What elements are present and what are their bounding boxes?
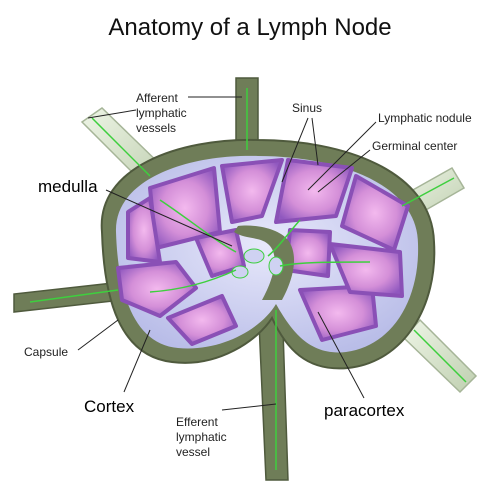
page-title: Anatomy of a Lymph Node bbox=[108, 14, 392, 41]
afferent-label-line-3: vessels bbox=[136, 121, 176, 135]
efferent-label-line-1: Efferent bbox=[176, 415, 218, 429]
medullary-sinus bbox=[231, 265, 249, 279]
medulla-label: medulla bbox=[38, 177, 98, 196]
lymphatic-nodule bbox=[116, 260, 198, 318]
germinal-center-label: Germinal center bbox=[372, 139, 457, 153]
efferent-label-line-3: vessel bbox=[176, 445, 210, 459]
lymphatic-nodule-label: Lymphatic nodule bbox=[378, 111, 472, 125]
efferent-label: Efferent lymphatic vessel bbox=[176, 415, 230, 459]
cortex-label: Cortex bbox=[84, 397, 135, 416]
medullary-sinus bbox=[243, 248, 265, 264]
capsule-label: Capsule bbox=[24, 345, 68, 359]
afferent-label: Afferent lymphatic vessels bbox=[136, 91, 190, 135]
lymphatic-nodule bbox=[274, 158, 354, 224]
lymphatic-nodule bbox=[220, 158, 284, 224]
efferent-label-line-2: lymphatic bbox=[176, 430, 227, 444]
paracortex-label: paracortex bbox=[324, 401, 405, 420]
cortex-nodules bbox=[116, 158, 410, 346]
lymphatic-nodule bbox=[328, 242, 404, 298]
lymphatic-nodule bbox=[194, 228, 246, 278]
afferent-label-line-2: lymphatic bbox=[136, 106, 187, 120]
leader-lines bbox=[77, 96, 377, 411]
lymph-flow bbox=[29, 88, 467, 470]
lymphatic-nodule bbox=[166, 294, 238, 346]
sinus-label: Sinus bbox=[292, 101, 322, 115]
afferent-label-line-1: Afferent bbox=[136, 91, 178, 105]
